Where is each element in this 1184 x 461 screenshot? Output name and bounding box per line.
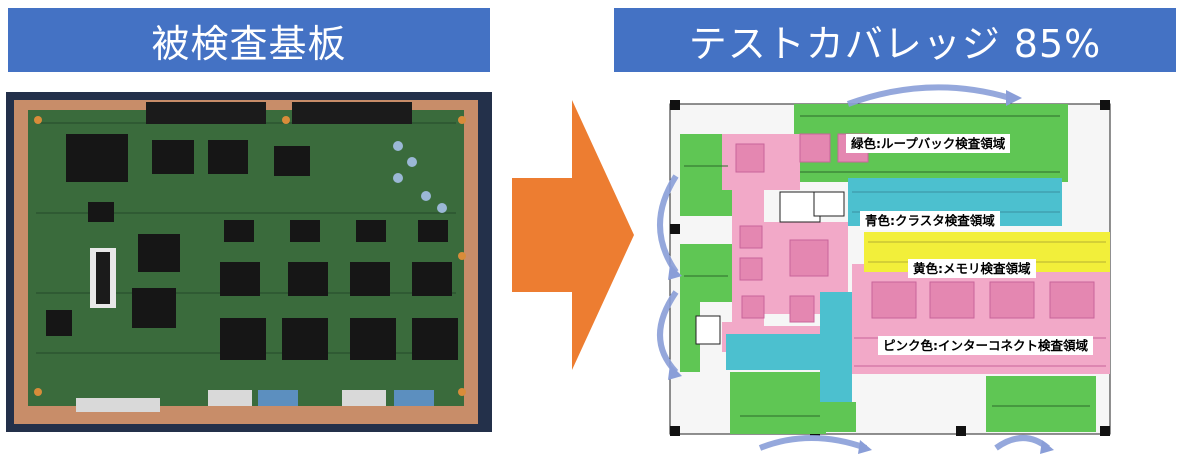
pcb-photo [6, 92, 492, 432]
left-title-banner: 被検査基板 [8, 8, 490, 72]
right-title-banner: テストカバレッジ 85% [614, 8, 1176, 72]
arrow-right-icon [512, 100, 634, 370]
right-title: テストカバレッジ 85% [688, 21, 1102, 66]
legend-yellow-memory: 黄色:メモリ検査領域 [908, 259, 1036, 278]
legend-green-loopback: 緑色:ループバック検査領域 [846, 134, 1011, 153]
left-title: 被検査基板 [151, 21, 347, 66]
coverage-map: 緑色:ループバック検査領域 青色:クラスタ検査領域 黄色:メモリ検査領域 ピンク… [640, 76, 1150, 456]
legend-pink-interconnect: ピンク色:インターコネクト検査領域 [878, 336, 1093, 355]
coverage-map-graphic [657, 84, 1111, 454]
legend-blue-cluster: 青色:クラスタ検査領域 [860, 211, 1000, 230]
